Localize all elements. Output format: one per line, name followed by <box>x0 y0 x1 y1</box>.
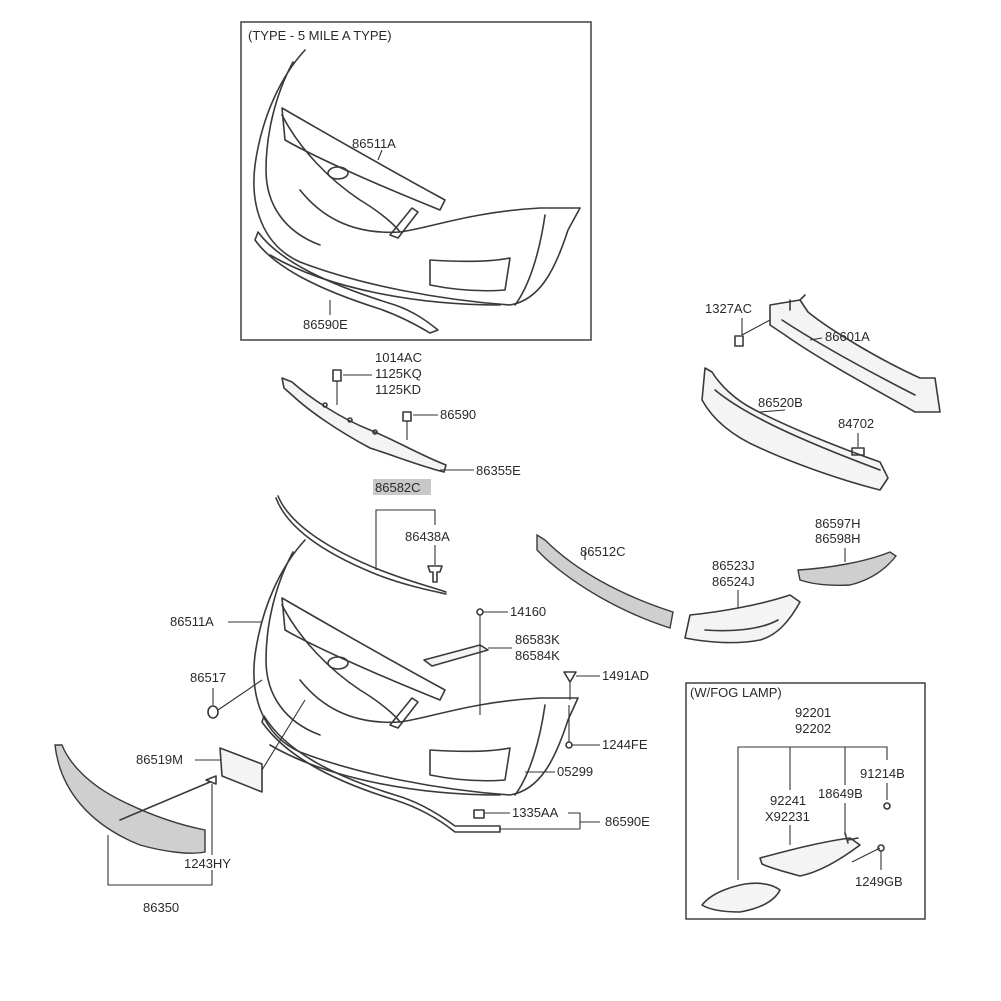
fog-lamp-panel: (W/FOG LAMP) 92201 92202 91214B 18649B 9… <box>685 682 926 920</box>
top-bumper-cover <box>253 49 581 306</box>
five-mile-type-title: (TYPE - 5 MILE A TYPE) <box>248 28 392 43</box>
label-86517: 86517 <box>190 670 226 685</box>
label-1244FE: 1244FE <box>602 737 648 752</box>
label-top-86590E: 86590E <box>303 317 348 332</box>
fog-lamp <box>701 882 781 913</box>
label-1249GB: 1249GB <box>855 874 903 889</box>
bumper-fasteners: 1491AD 1244FE 05299 <box>525 668 649 779</box>
upper-grille: 1243HY 86350 <box>54 744 231 915</box>
label-1014AC: 1014AC <box>375 350 422 365</box>
side-reflector: 86583K 86584K 14160 <box>423 604 560 715</box>
label-14160: 14160 <box>510 604 546 619</box>
label-92201: 92201 <box>795 705 831 720</box>
energy-absorber: 86520B 84702 <box>701 367 889 491</box>
label-86438A: 86438A <box>405 529 450 544</box>
label-86590: 86590 <box>440 407 476 422</box>
top-lower-strip <box>254 231 439 334</box>
label-1491AD: 1491AD <box>602 668 649 683</box>
label-86597H: 86597H <box>815 516 861 531</box>
license-bracket: 86519M <box>136 699 306 793</box>
label-86590E: 86590E <box>605 814 650 829</box>
label-1125KQ: 1125KQ <box>375 366 422 381</box>
label-86355E: 86355E <box>476 463 521 478</box>
label-86350: 86350 <box>143 900 179 915</box>
label-86583K: 86583K <box>515 632 560 647</box>
label-86523J: 86523J <box>712 558 755 573</box>
drl-garnish: 86597H 86598H <box>797 516 898 586</box>
label-18649B: 18649B <box>818 786 863 801</box>
fog-lamp-bracket <box>759 837 861 877</box>
label-1125KD: 1125KD <box>375 382 421 397</box>
lower-grille: 86512C <box>536 533 674 629</box>
label-86520B: 86520B <box>758 395 803 410</box>
bumper-beam: 1327AC 86601A <box>705 294 941 413</box>
label-91214B: 91214B <box>860 766 905 781</box>
label-86598H: 86598H <box>815 531 861 546</box>
label-86524J: 86524J <box>712 574 755 589</box>
label-X92231: X92231 <box>765 809 810 824</box>
label-92202: 92202 <box>795 721 831 736</box>
label-86584K: 86584K <box>515 648 560 663</box>
fog-lamp-cover: 86523J 86524J <box>684 558 801 644</box>
label-86519M: 86519M <box>136 752 183 767</box>
label-86582C: 86582C <box>375 480 421 495</box>
label-05299: 05299 <box>557 764 593 779</box>
label-1243HY: 1243HY <box>184 856 231 871</box>
label-top-86511A: 86511A <box>352 136 396 151</box>
label-84702: 84702 <box>838 416 874 431</box>
label-1335AA: 1335AA <box>512 805 559 820</box>
tow-hook-cap: 86517 <box>190 670 263 719</box>
label-86511A: 86511A <box>170 614 214 629</box>
label-86601A: 86601A <box>825 329 870 344</box>
label-1327AC: 1327AC <box>705 301 752 316</box>
lower-strip: 1335AA 86590E <box>261 715 650 833</box>
label-92241: 92241 <box>770 793 806 808</box>
bumper-bracket: 1014AC 1125KQ 1125KD 86590 86355E <box>281 350 521 478</box>
hood-molding: 86582C 86438A <box>275 479 450 595</box>
label-86512C: 86512C <box>580 544 626 559</box>
five-mile-type-panel: (TYPE - 5 MILE A TYPE) 86511A 86590E <box>240 21 592 341</box>
fog-lamp-title: (W/FOG LAMP) <box>690 685 782 700</box>
